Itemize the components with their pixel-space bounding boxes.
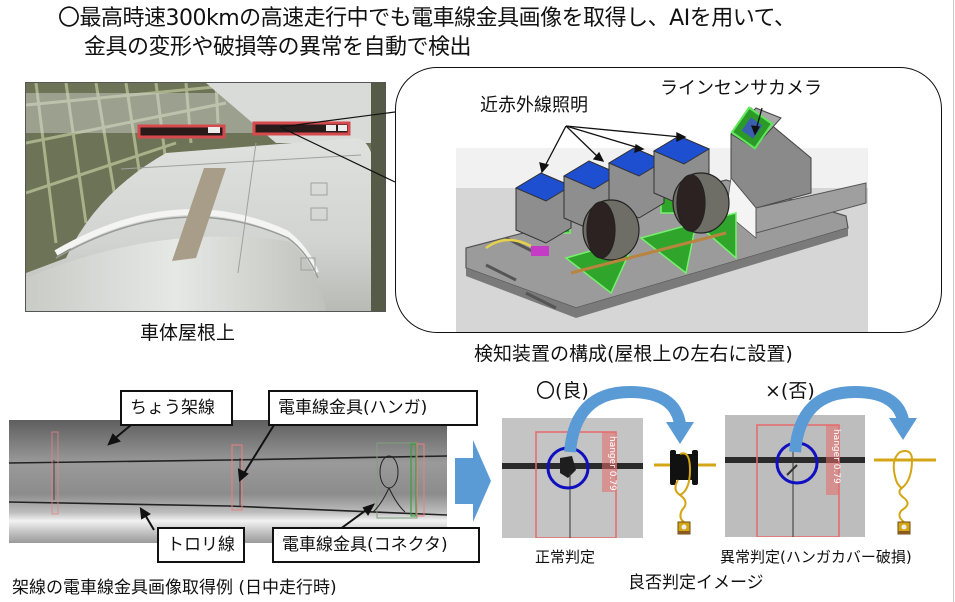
title-line-2: 金具の変形や破損等の異常を自動で検出 xyxy=(84,35,472,60)
page-title: 〇最高時速300kmの高速走行中でも電車線金具画像を取得し、AIを用いて、 金具… xyxy=(58,4,796,62)
label-connector-fitting: 電車線金具(コネクタ) xyxy=(272,527,480,563)
flow-arrow-icon xyxy=(455,440,491,522)
damaged-hanger-diagram xyxy=(874,450,936,535)
good-heading: 〇(良) xyxy=(536,380,589,402)
device-callout-bubble xyxy=(395,67,942,333)
detection-device-render xyxy=(456,106,868,332)
label-nir-lighting: 近赤外線照明 xyxy=(480,95,588,116)
wire-scan-illustration xyxy=(9,420,447,543)
title-line-1: 〇最高時速300kmの高速走行中でも電車線金具画像を取得し、AIを用いて、 xyxy=(58,6,796,31)
bad-curved-arrow-icon xyxy=(789,385,917,453)
overhead-wire-image xyxy=(9,420,447,543)
label-trolley-wire: トロリ線 xyxy=(157,527,245,563)
roof-photo-illustration xyxy=(26,83,385,311)
good-curved-arrow-icon xyxy=(564,385,694,453)
label-hanger-fitting: 電車線金具(ハンガ) xyxy=(268,390,478,426)
bad-heading: ×(否) xyxy=(765,380,815,402)
judgement-caption: 良否判定イメージ xyxy=(628,573,764,593)
bad-detection-tag: hanger 0.79 xyxy=(831,429,841,484)
good-hanger-diagram xyxy=(654,450,716,535)
page-edge-divider xyxy=(953,0,954,602)
device-caption: 検知装置の構成(屋根上の左右に設置) xyxy=(474,343,793,365)
roof-photo xyxy=(25,82,386,312)
roof-photo-caption: 車体屋根上 xyxy=(140,322,236,344)
label-line-sensor-camera: ラインセンサカメラ xyxy=(660,78,822,99)
good-result-label: 正常判定 xyxy=(535,548,596,566)
wire-image-caption: 架線の電車線金具画像取得例 (日中走行時) xyxy=(12,578,337,598)
good-detection-tag: hanger 0.79 xyxy=(607,436,617,491)
bad-result-label: 異常判定(ハンガカバー破損) xyxy=(720,548,912,566)
label-messenger-wire: ちょう架線 xyxy=(120,390,233,426)
